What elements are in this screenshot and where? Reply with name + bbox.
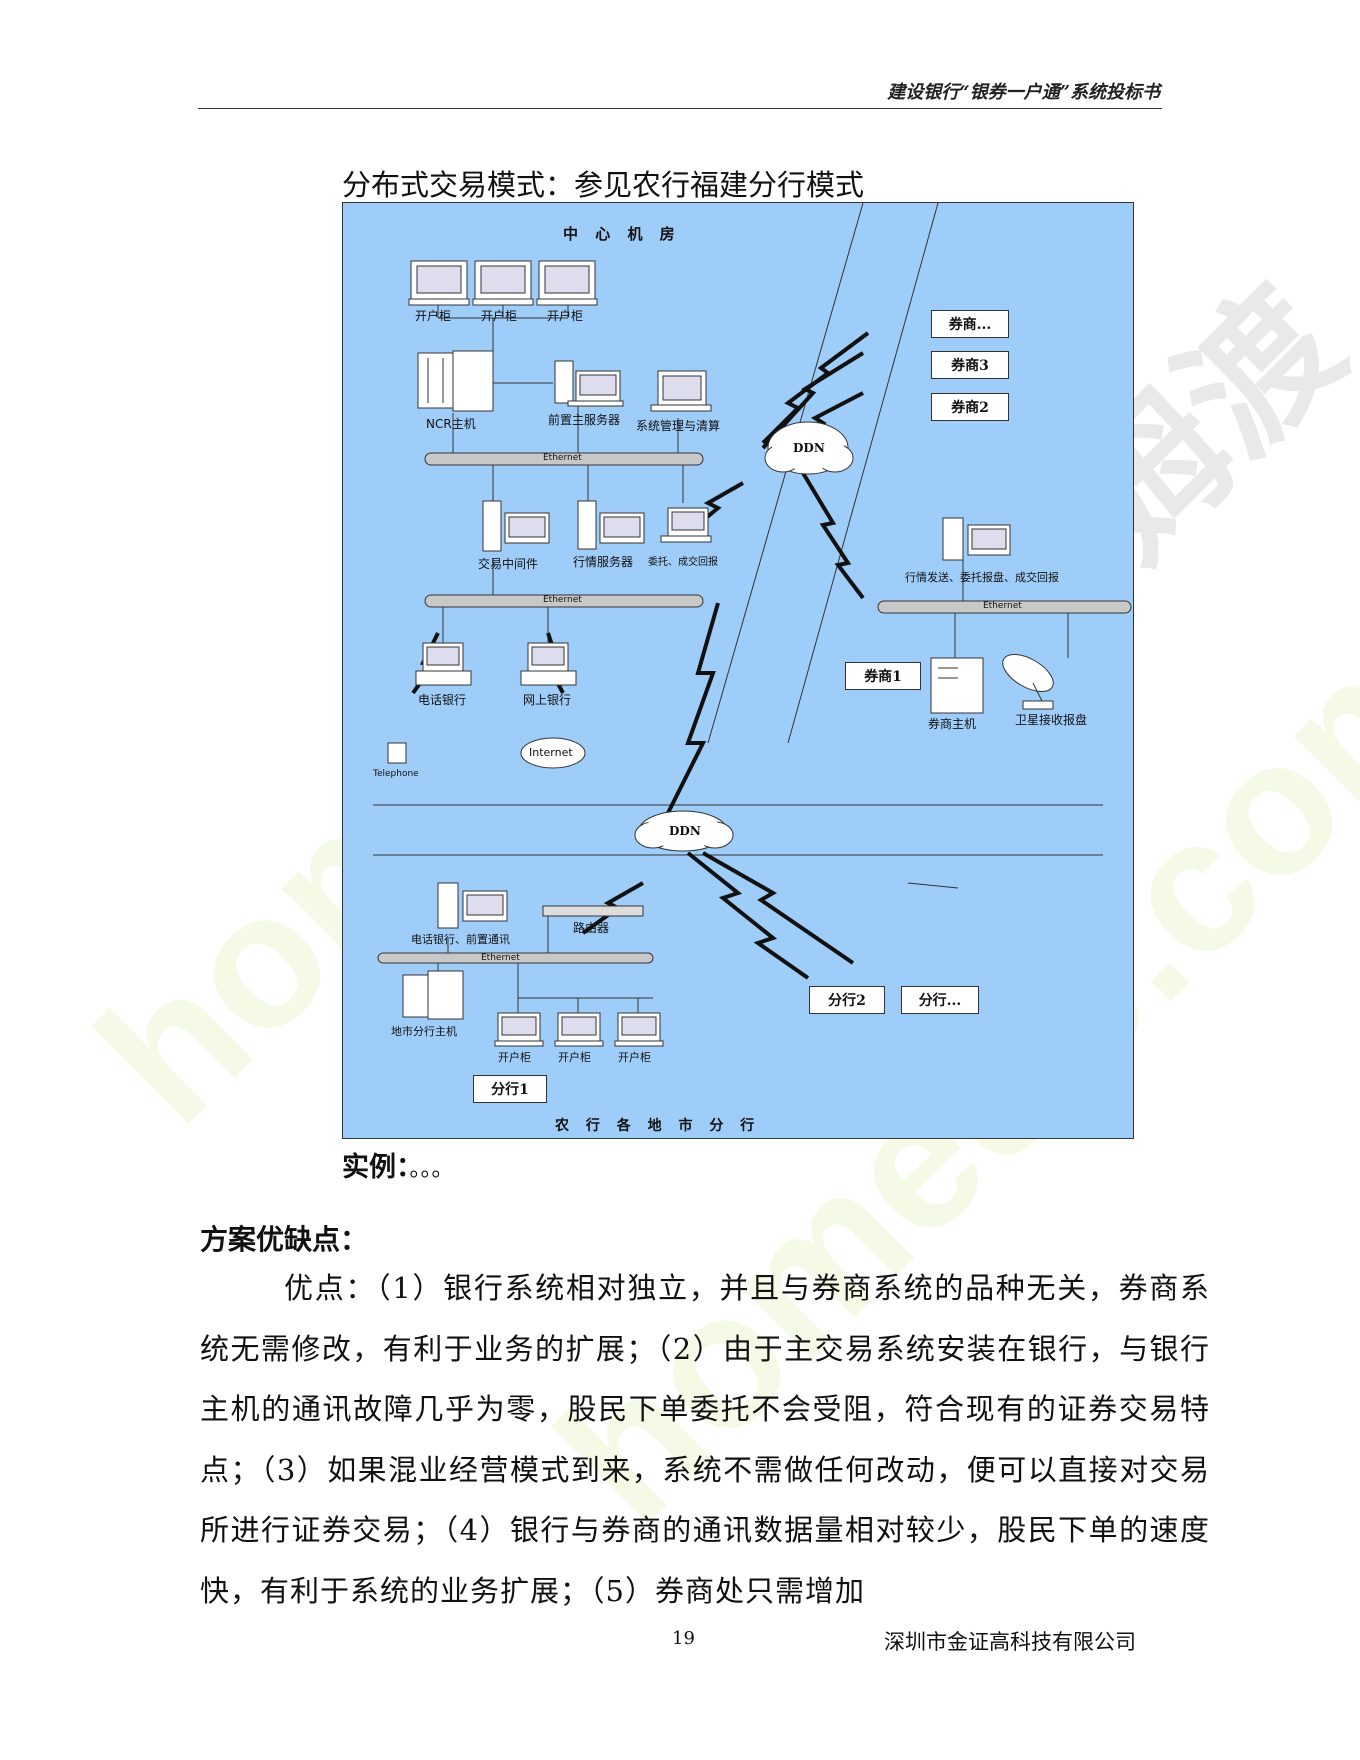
box-broker-1: 券商1: [845, 662, 921, 690]
label-phone-front: 电话银行、前置通讯: [411, 933, 510, 946]
label-ncr-host: NCR主机: [426, 417, 476, 431]
example-dots: 。。。: [409, 1157, 454, 1182]
label-ethernet: Ethernet: [543, 453, 582, 463]
label-kaihugui: 开户柜: [498, 1051, 531, 1064]
label-ddn: DDN: [793, 441, 825, 455]
header-rule: [198, 108, 1162, 109]
label-quote-send: 行情发送、委托报盘、成交回报: [905, 571, 1059, 584]
label-kaihugui: 开户柜: [547, 309, 584, 323]
label-net-bank: 网上银行: [523, 693, 572, 707]
box-branch-more: 分行...: [901, 986, 979, 1014]
label-order-report: 委托、成交回报: [648, 557, 718, 568]
label-router: 路由器: [573, 921, 610, 935]
label-trade-middleware: 交易中间件: [478, 557, 539, 571]
box-branch-1: 分行1: [473, 1075, 547, 1103]
label-broker-host: 券商主机: [928, 717, 977, 731]
page-number: 19: [672, 1628, 695, 1649]
diagram-bottom-title: 农 行 各 地 市 分 行: [555, 1118, 761, 1134]
pros-heading: 方案优缺点：: [200, 1223, 369, 1256]
body-paragraph: 优点：（1）银行系统相对独立，并且与券商系统的品种无关，券商系统无需修改，有利于…: [200, 1271, 1210, 1608]
section-title: 分布式交易模式：参见农行福建分行模式: [342, 168, 865, 202]
label-kaihugui: 开户柜: [415, 309, 452, 323]
label-ethernet: Ethernet: [983, 601, 1022, 611]
label-city-branch-host: 地市分行主机: [391, 1025, 457, 1038]
label-phone-bank: 电话银行: [418, 693, 467, 707]
label-satellite: 卫星接收报盘: [1015, 713, 1088, 727]
box-broker-3: 券商3: [931, 351, 1009, 379]
label-front-server: 前置主服务器: [548, 413, 621, 427]
label-ethernet: Ethernet: [543, 595, 582, 605]
label-telephone: Telephone: [373, 769, 419, 779]
diagram-lines: [373, 203, 1132, 1047]
ddn-cloud-top: [764, 421, 854, 475]
label-kaihugui: 开户柜: [558, 1051, 591, 1064]
internet-cloud: [520, 737, 586, 769]
label-internet: Internet: [529, 746, 573, 759]
example-label: 实例：: [342, 1152, 410, 1183]
box-broker-2: 券商2: [931, 393, 1009, 421]
label-sys-mgmt: 系统管理与清算: [636, 419, 721, 433]
label-quote-server: 行情服务器: [573, 555, 634, 569]
label-kaihugui: 开户柜: [618, 1051, 651, 1064]
example-line: 实例：。。。: [342, 1145, 454, 1184]
label-ethernet: Ethernet: [481, 953, 520, 963]
label-ddn: DDN: [669, 824, 701, 838]
diagram-top-title: 中 心 机 房: [563, 225, 681, 243]
ddn-cloud-bottom: [634, 810, 734, 852]
footer-company: 深圳市金证高科技有限公司: [884, 1630, 1136, 1654]
box-branch-2: 分行2: [809, 986, 885, 1014]
box-broker-more: 券商...: [931, 310, 1009, 338]
header-title: 建设银行“银券一户通”系统投标书: [887, 82, 1160, 103]
label-kaihugui: 开户柜: [481, 309, 518, 323]
network-diagram: 中 心 机 房 开户柜 开户柜 开户柜 NCR主机 前置主服务器 系统管理与清算…: [342, 202, 1134, 1139]
